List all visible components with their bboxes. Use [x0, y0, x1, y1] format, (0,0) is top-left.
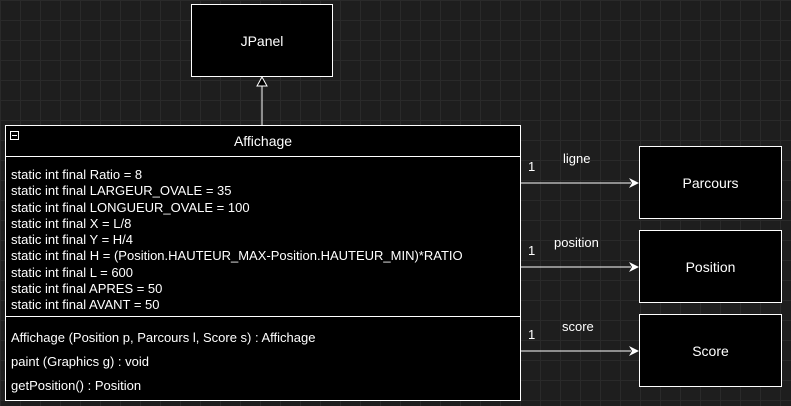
association-arrowhead-score — [629, 346, 639, 356]
class-jpanel[interactable]: JPanel — [191, 4, 333, 77]
collapse-icon[interactable] — [10, 131, 19, 140]
class-parcours-label: Parcours — [682, 174, 739, 191]
attribute-row[interactable]: static int final X = L/8 — [11, 215, 132, 231]
attribute-row[interactable]: static int final Y = H/4 — [11, 232, 134, 248]
attribute-row[interactable]: static int final LONGUEUR_OVALE = 100 — [11, 199, 250, 215]
multiplicity-label-ligne: 1 — [528, 159, 536, 174]
methods-section: Affichage (Position p, Parcours l, Score… — [6, 317, 520, 401]
class-score[interactable]: Score — [639, 314, 782, 387]
attribute-row[interactable]: static int final H = (Position.HAUTEUR_M… — [11, 248, 463, 264]
multiplicity-label-position: 1 — [528, 243, 536, 258]
role-label-ligne: ligne — [563, 151, 591, 166]
attribute-row[interactable]: static int final Ratio = 8 — [11, 167, 143, 182]
multiplicity-label-score: 1 — [528, 327, 536, 342]
attribute-row[interactable]: static int final AVANT = 50 — [11, 297, 160, 313]
method-row[interactable]: paint (Graphics g) : void — [11, 354, 150, 369]
attribute-row[interactable]: static int final APRES = 50 — [11, 281, 163, 297]
class-parcours[interactable]: Parcours — [639, 146, 782, 219]
attributes-section: static int final Ratio = 8 static int fi… — [6, 157, 520, 317]
class-score-label: Score — [692, 342, 729, 359]
role-label-score: score — [562, 319, 594, 334]
method-row[interactable]: Affichage (Position p, Parcours l, Score… — [11, 330, 316, 345]
inheritance-arrowhead — [256, 75, 268, 87]
attribute-row[interactable]: static int final L = 600 — [11, 264, 134, 280]
association-arrowhead-ligne — [629, 178, 639, 188]
class-jpanel-label: JPanel — [240, 32, 284, 49]
class-affichage[interactable]: Affichage static int final Ratio = 8 sta… — [5, 125, 521, 401]
attribute-row[interactable]: static int final LARGEUR_OVALE = 35 — [11, 183, 232, 199]
class-position[interactable]: Position — [639, 230, 782, 303]
association-arrowhead-position — [629, 262, 639, 272]
method-row[interactable]: getPosition() : Position — [11, 378, 142, 393]
class-title: Affichage — [233, 133, 293, 149]
class-position-label: Position — [685, 258, 736, 275]
role-label-position: position — [554, 235, 599, 250]
class-header: Affichage — [6, 126, 520, 157]
